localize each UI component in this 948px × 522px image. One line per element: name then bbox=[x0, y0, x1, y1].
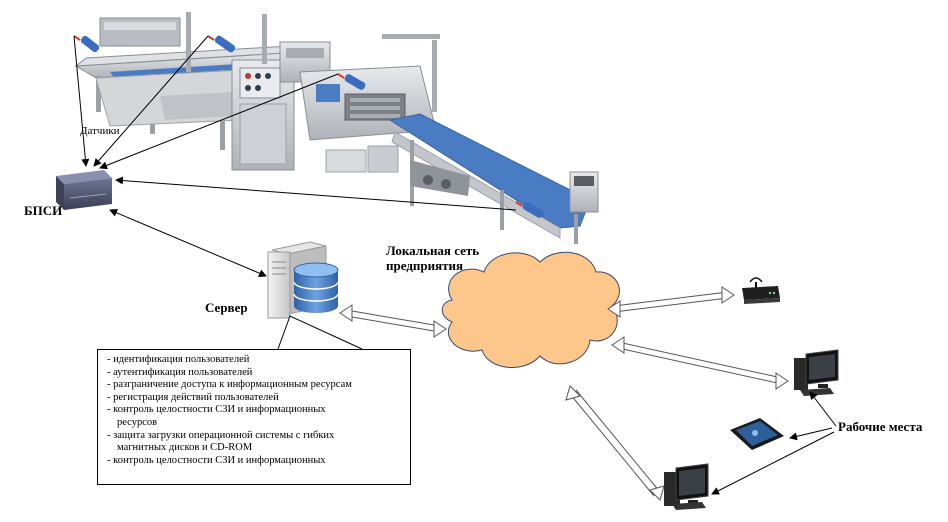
sensor-icon bbox=[337, 73, 366, 90]
tablet-icon bbox=[730, 418, 784, 450]
list-item-text: - регистрация действий пользователей bbox=[107, 391, 279, 403]
list-item: - идентификация пользователей bbox=[107, 354, 410, 367]
list-item: - защита загрузки операционной системы с… bbox=[107, 430, 410, 455]
callout-pointer bbox=[277, 315, 363, 350]
bpsi-server-link bbox=[109, 209, 267, 277]
database-icon bbox=[293, 262, 339, 313]
list-item-continuation: ресурсов bbox=[117, 416, 158, 428]
list-item-text: - идентификация пользователей bbox=[107, 354, 250, 365]
router-icon bbox=[742, 277, 780, 304]
list-item-text: - защита загрузки операционной системы с… bbox=[107, 429, 335, 441]
sensors-label: Датчики bbox=[80, 125, 120, 137]
list-item: - контроль целостности СЗИ и информацион… bbox=[107, 404, 410, 429]
list-item-text: - аутентификация пользователей bbox=[107, 366, 253, 378]
sensor-icon bbox=[73, 35, 100, 53]
server-functions-list: - идентификация пользователей - аутентиф… bbox=[107, 354, 410, 467]
list-item: - аутентификация пользователей bbox=[107, 367, 410, 380]
bpsi-box-icon bbox=[56, 170, 112, 210]
desktop-pc-icon bbox=[794, 349, 839, 396]
server-functions-callout: - идентификация пользователей - аутентиф… bbox=[97, 349, 411, 485]
list-item: - регистрация действий пользователей bbox=[107, 392, 410, 405]
production-line bbox=[74, 12, 599, 244]
list-item-text: - контроль целостности СЗИ и информацион… bbox=[107, 454, 326, 466]
workplaces-label: Рабочие места bbox=[838, 419, 923, 434]
list-item-text: - разграничение доступа к информационным… bbox=[107, 379, 352, 391]
network-cloud-icon bbox=[441, 251, 620, 368]
network-label: Локальная сеть предприятия bbox=[386, 243, 480, 273]
sensor-links bbox=[73, 35, 517, 211]
desktop-pc-icon bbox=[664, 463, 709, 510]
network-links bbox=[339, 286, 789, 501]
list-item-continuation: магнитных дисков и CD-ROM bbox=[117, 442, 253, 454]
sensor-icon bbox=[515, 201, 544, 218]
bpsi-label: БПСИ bbox=[24, 203, 63, 218]
server-label: Сервер bbox=[205, 300, 248, 315]
list-item: - разграничение доступа к информационным… bbox=[107, 379, 410, 392]
sensor-icon bbox=[207, 35, 236, 53]
workplace-arrows bbox=[711, 391, 837, 495]
list-item-text: - контроль целостности СЗИ и информацион… bbox=[107, 404, 326, 416]
list-item: - контроль целостности СЗИ и информацион… bbox=[107, 455, 410, 468]
